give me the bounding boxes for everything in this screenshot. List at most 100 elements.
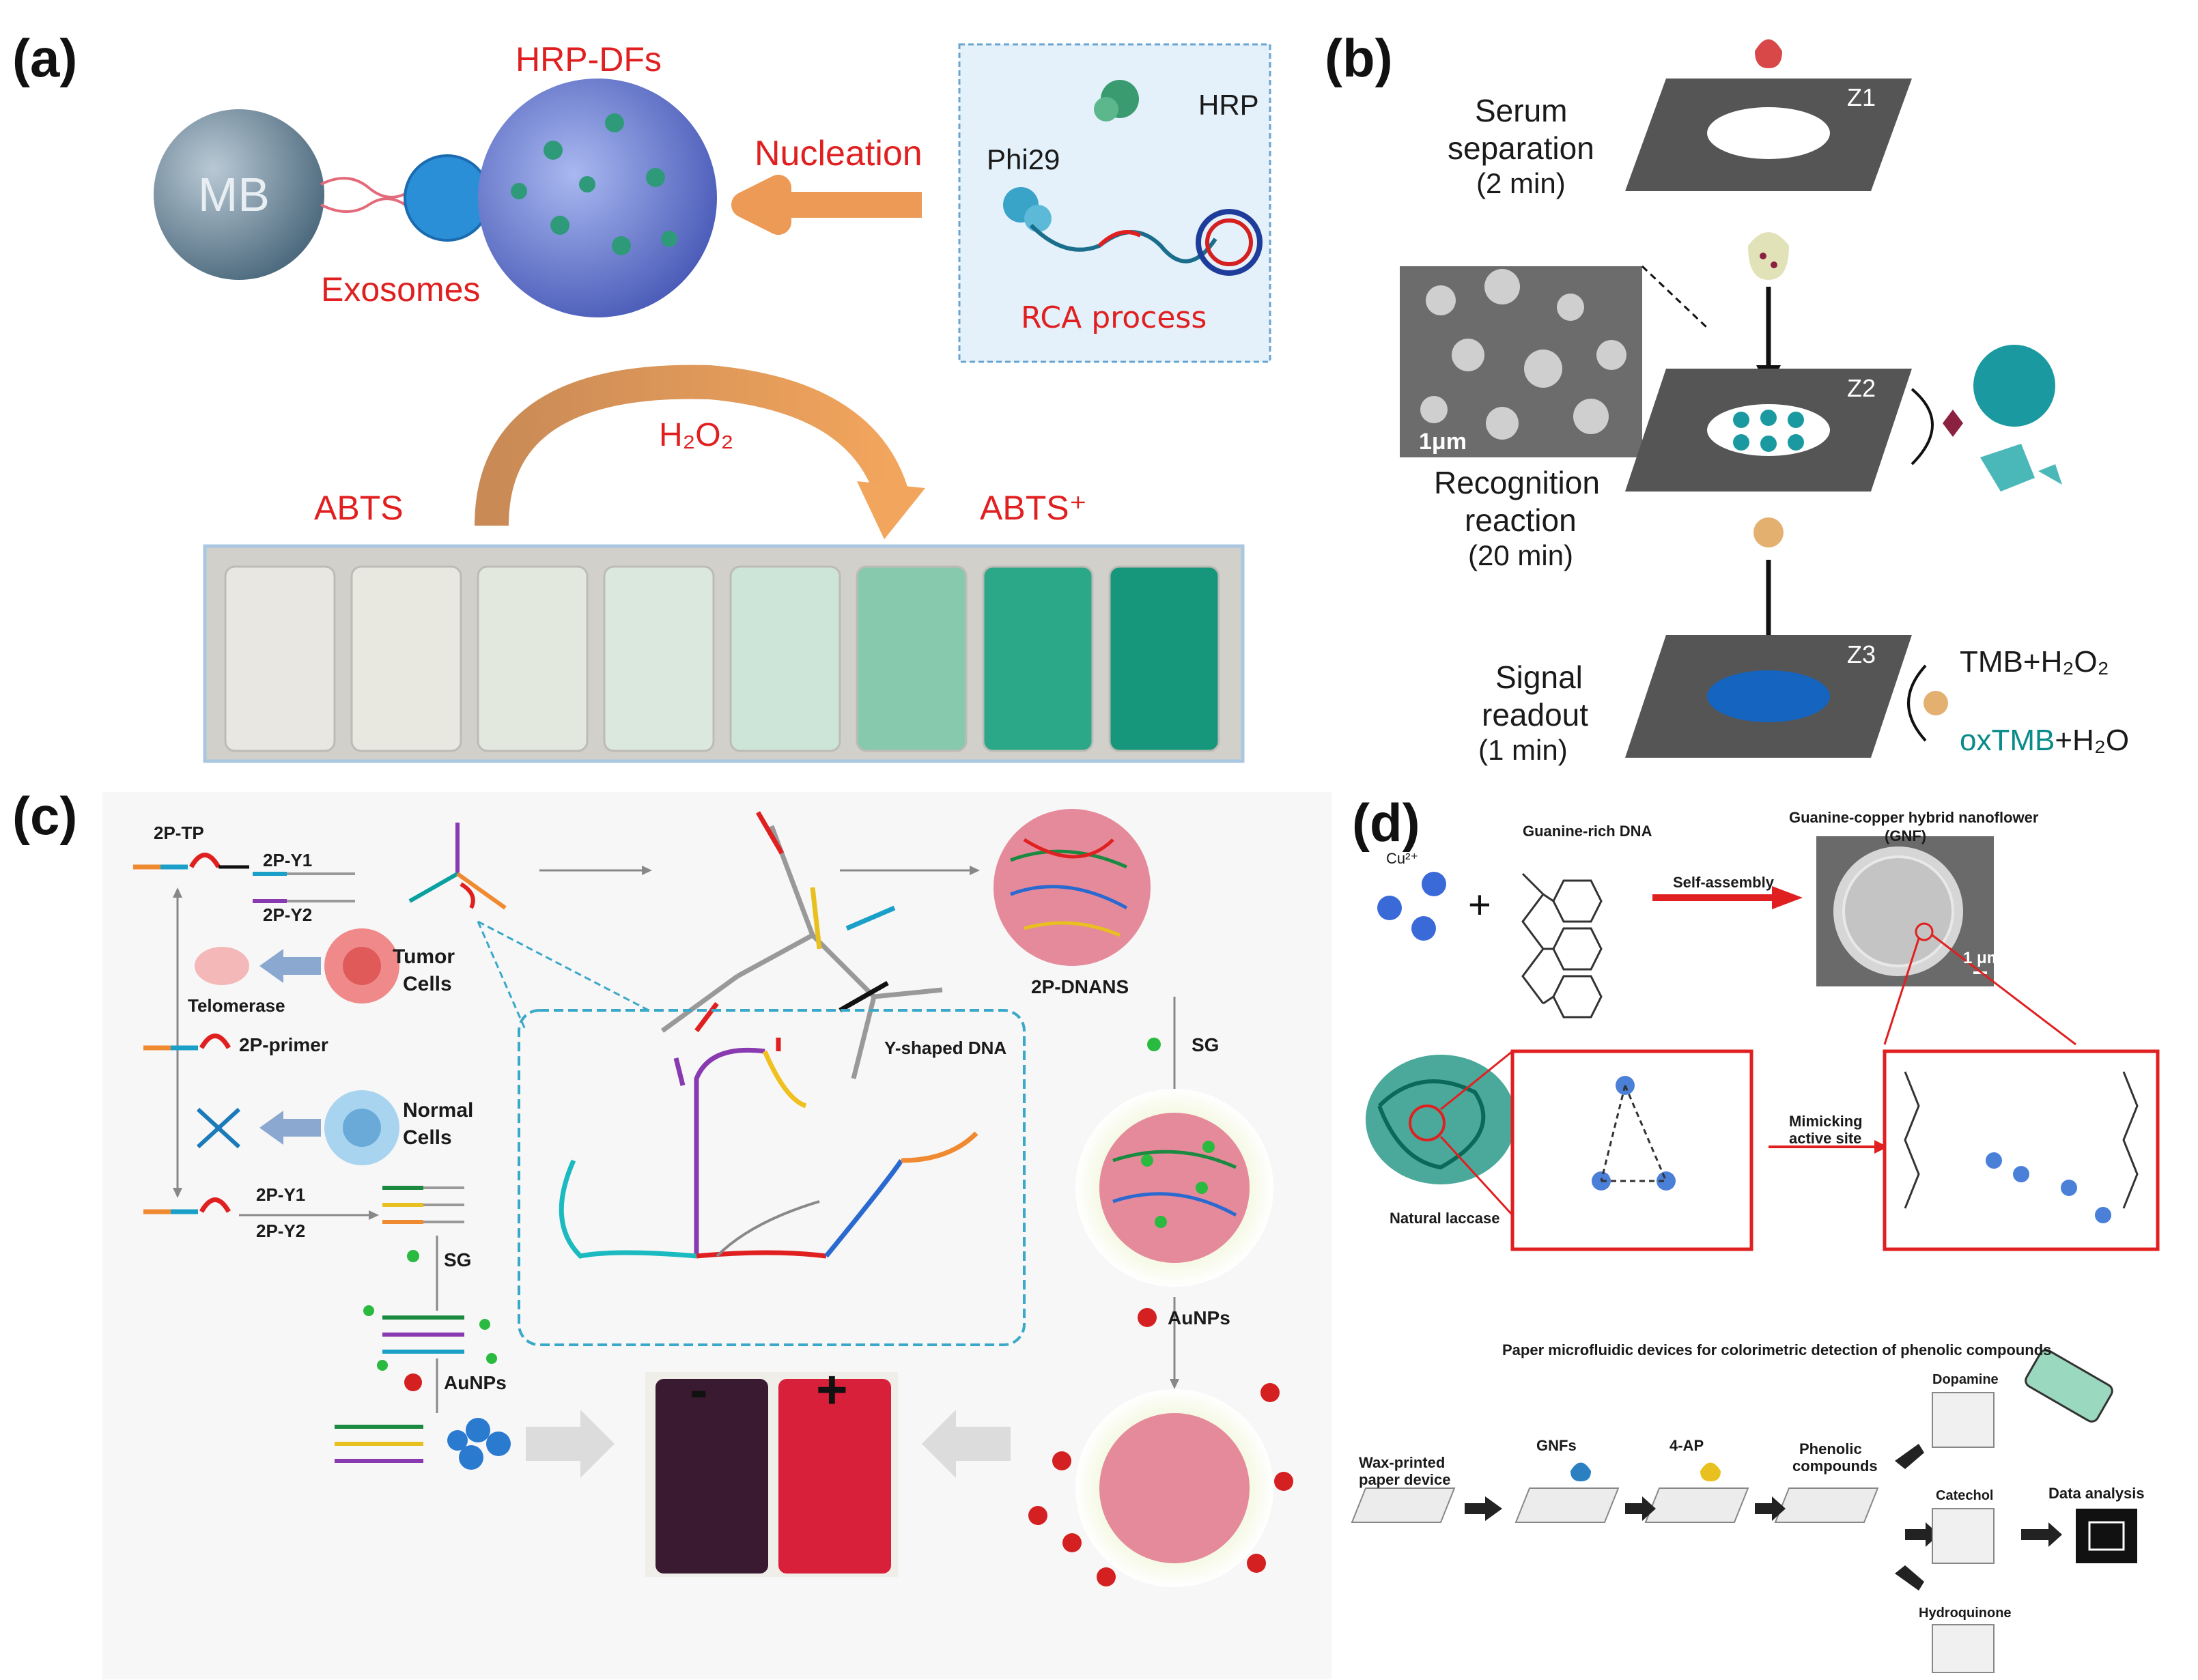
sem-scale: 1μm xyxy=(1419,429,1467,455)
blocked-x-icon xyxy=(196,1107,241,1149)
tmb-label: TMB+H₂O₂ xyxy=(1960,645,2109,679)
ap-drop-icon xyxy=(1700,1462,1721,1481)
abts-label: ABTS xyxy=(314,489,404,527)
self-assembly-label: Self-assembly xyxy=(1673,874,1774,891)
mb-bead xyxy=(154,109,324,280)
y1b-label: 2P-Y1 xyxy=(256,1184,306,1205)
svg-text:+: + xyxy=(1468,883,1491,927)
plus-sign: + xyxy=(816,1359,848,1420)
mimic-line2: active site xyxy=(1789,1130,1862,1147)
catechol-label: Catechol xyxy=(1936,1488,1994,1503)
serum-line3: (2 min) xyxy=(1476,167,1566,199)
hydroquinone-pad xyxy=(1932,1624,1995,1673)
primer-label: 2P-primer xyxy=(239,1034,328,1055)
tumor-line1: Tumor xyxy=(393,945,455,968)
y2b-label: 2P-Y2 xyxy=(256,1221,306,1241)
paper-title: Paper microfluidic devices for colorimet… xyxy=(1502,1341,2052,1358)
panel-a-graphic xyxy=(154,43,1271,763)
z2-label: Z2 xyxy=(1847,374,1876,402)
nucleation-arrow xyxy=(731,175,922,235)
panel-label-a: (a) xyxy=(12,28,78,88)
tumor-line2: Cells xyxy=(403,973,452,995)
yshaped-label: Y-shaped DNA xyxy=(884,1038,1007,1058)
catechol-pad xyxy=(1932,1508,1995,1564)
result-pads xyxy=(1932,1392,1995,1673)
recog-line1: Recognition xyxy=(1434,465,1600,500)
dopamine-pad xyxy=(1932,1392,1995,1448)
oxtmb-equation: oxTMB+H₂O xyxy=(1960,724,2129,758)
grey-arrow-right xyxy=(526,1410,615,1478)
rca-label: RCA process xyxy=(1021,300,1207,335)
panel-c-graphic xyxy=(102,792,1332,1679)
workflow-devices xyxy=(1351,1487,1879,1523)
normal-arrow xyxy=(259,1111,321,1145)
serum-line1: Serum xyxy=(1475,93,1568,128)
mixture-strands xyxy=(382,1186,464,1224)
hrp-dfs-label: HRP-DFs xyxy=(516,40,662,79)
tp-strand xyxy=(133,853,249,870)
gnf-scale: 1 μm xyxy=(1963,949,2002,967)
recog-line3: (20 min) xyxy=(1468,539,1574,571)
ap-device-icon xyxy=(1644,1487,1749,1523)
laccase-protein-icon xyxy=(1366,1055,1516,1184)
enzyme-icon xyxy=(1753,517,1784,547)
panel-b: (b) Serum separation (2 min) 1μm Recogni… xyxy=(1297,0,2198,771)
z1-label: Z1 xyxy=(1847,83,1876,111)
sg-mixture xyxy=(382,1315,464,1354)
nanoflower-fragment-icon xyxy=(1980,444,2035,492)
sg-label: SG xyxy=(444,1249,472,1270)
cu-label: Cu²⁺ xyxy=(1386,850,1419,867)
hrp-label: HRP xyxy=(1198,89,1259,121)
data-analysis-icon xyxy=(2076,1509,2137,1563)
arrow-up-dopamine xyxy=(1895,1444,1924,1469)
wax-line2: paper device xyxy=(1359,1471,1451,1488)
hrp-df-flower xyxy=(478,79,717,317)
phenolic-line1: Phenolic xyxy=(1799,1440,1862,1457)
y-dna-sequence xyxy=(559,1047,978,1259)
dopamine-label: Dopamine xyxy=(1932,1372,1999,1387)
aggregate-icon xyxy=(447,1418,511,1470)
tumor-arrow xyxy=(259,949,321,983)
oxtmb-label: oxTMB xyxy=(1960,724,2055,757)
exosome xyxy=(404,154,491,242)
laccase-label: Natural laccase xyxy=(1390,1210,1500,1227)
telomerase-icon xyxy=(195,947,249,985)
panel-a: (a) MB HRP-DFs Exosomes Nucleation HRP P… xyxy=(0,0,1297,771)
aunps-label: AuNPs xyxy=(444,1372,507,1393)
circular-template xyxy=(1196,209,1263,276)
guanine-dna-label: Guanine-rich DNA xyxy=(1523,823,1652,840)
serum-line2: separation xyxy=(1448,130,1594,166)
arrow-down-hydroquinone xyxy=(1895,1565,1924,1591)
tp-label: 2P-TP xyxy=(154,823,204,843)
panel-c: (c) 2P-TP 2P-Y1 2P-Y2 Tumor Cells Telome… xyxy=(0,778,1338,1680)
linker-2 xyxy=(320,197,411,213)
y2-label: 2P-Y2 xyxy=(263,905,313,925)
recog-line2: reaction xyxy=(1465,502,1577,538)
panel-d-graphic: + xyxy=(1351,836,2160,1673)
phenolic-device-icon xyxy=(1774,1487,1879,1523)
mb-label: MB xyxy=(198,168,270,221)
exosomes-label: Exosomes xyxy=(321,270,481,309)
primer-strand xyxy=(143,1034,231,1051)
signal-line3: (1 min) xyxy=(1478,734,1568,766)
z1-window xyxy=(1707,107,1830,159)
mimic-line1: Mimicking xyxy=(1789,1113,1863,1130)
z3-window-blue xyxy=(1707,670,1830,722)
aunp-loaded-ball xyxy=(1099,1413,1250,1563)
sg2-label: SG xyxy=(1192,1034,1220,1055)
cu-ion-icons xyxy=(1377,872,1446,941)
hrp-dots xyxy=(511,113,677,255)
abts-plus-label: ABTS⁺ xyxy=(980,489,1087,527)
abts-arc-arrow xyxy=(475,365,907,526)
aunp-icon xyxy=(1138,1308,1157,1327)
telomerase-label: Telomerase xyxy=(188,995,285,1016)
y-structure-small xyxy=(408,823,507,910)
nanoflower-intact-icon xyxy=(1973,345,2055,427)
y-shaped-dna-box xyxy=(518,1009,1026,1346)
gnfs-label: GNFs xyxy=(1536,1437,1577,1454)
minus-sign: - xyxy=(690,1359,708,1420)
panel-label-c: (c) xyxy=(12,786,78,846)
dna-network xyxy=(660,811,943,1086)
vial-row xyxy=(224,565,1220,752)
hydroquinone-label: Hydroquinone xyxy=(1919,1606,2012,1621)
